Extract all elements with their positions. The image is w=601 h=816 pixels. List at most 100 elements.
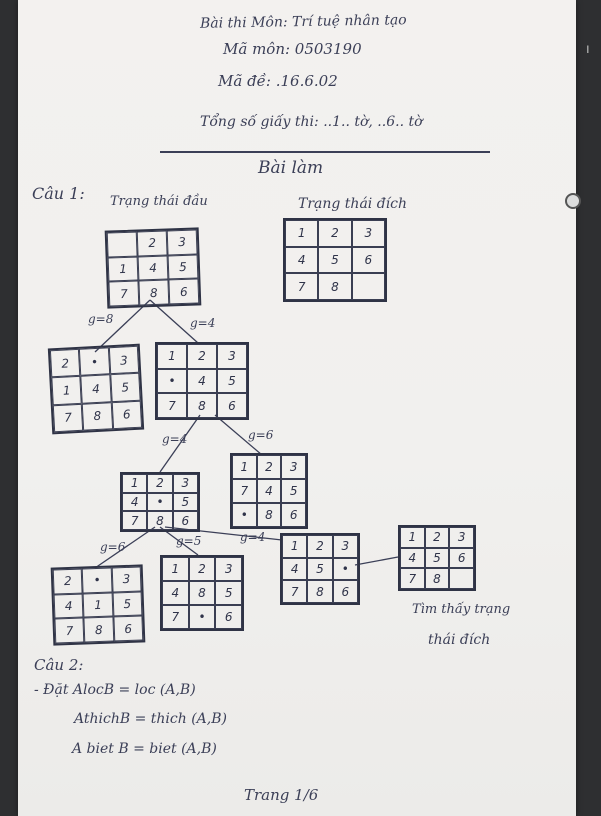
- puzzle-cell: 1: [107, 256, 139, 282]
- puzzle-cell: [449, 568, 474, 589]
- puzzle-cell: 7: [108, 280, 140, 307]
- puzzle-cell: 2: [256, 455, 282, 479]
- found-goal-line-1: Tìm thấy trạng: [412, 602, 511, 617]
- edge-label-l3-c: g=4: [240, 530, 266, 544]
- puzzle-cell: 2: [49, 348, 81, 378]
- edge-mark: ı: [586, 42, 590, 57]
- puzzle-cell: 4: [162, 581, 189, 605]
- edge-label-g4: g=4: [190, 316, 216, 330]
- puzzle-cell: 3: [172, 474, 198, 493]
- puzzle-cell: 1: [157, 344, 187, 369]
- puzzle-cell: 8: [424, 568, 450, 589]
- puzzle-cell: 4: [187, 368, 217, 394]
- puzzle-cell: •: [332, 557, 358, 581]
- start-state-label: Trạng thái đầu: [110, 194, 208, 209]
- puzzle-cell: 7: [54, 617, 85, 644]
- puzzle-cell: 4: [80, 374, 112, 404]
- puzzle-cell: •: [82, 567, 113, 594]
- exam-sheet: [18, 0, 576, 816]
- puzzle-cell: 5: [109, 373, 141, 402]
- puzzle-cell: [351, 273, 385, 300]
- puzzle-cell: 4: [400, 547, 425, 569]
- puzzle-cell: 6: [215, 605, 242, 629]
- puzzle-cell: 3: [166, 229, 198, 256]
- puzzle-cell: 6: [172, 511, 198, 530]
- q2-line-3: A biet B = biet (A,B): [72, 741, 217, 757]
- puzzle-cell: 4: [256, 479, 282, 503]
- puzzle-cell: 8: [256, 503, 282, 527]
- goal-state-label: Trạng thái đích: [298, 196, 408, 212]
- puzzle-cell: 7: [232, 479, 257, 503]
- puzzle-cell: 8: [82, 401, 113, 431]
- puzzle-cell: •: [157, 368, 187, 394]
- puzzle-cell: 3: [217, 344, 247, 369]
- puzzle-cell: 4: [122, 492, 148, 512]
- puzzle-cell: 2: [188, 557, 216, 581]
- puzzle-cell: 3: [281, 455, 306, 479]
- puzzle-cell: 1: [232, 455, 257, 479]
- puzzle-cell: 3: [449, 527, 474, 548]
- puzzle-cell: •: [232, 503, 257, 527]
- puzzle-cell: 6: [351, 246, 385, 274]
- puzzle-cell: 6: [168, 278, 200, 305]
- puzzle-cell: 4: [53, 593, 84, 619]
- puzzle-cell: 5: [307, 557, 333, 581]
- puzzle-cell: 7: [157, 393, 187, 418]
- puzzle-cell: 5: [281, 479, 306, 503]
- puzzle-cell: 2: [307, 535, 333, 558]
- found-goal-line-2: thái đích: [428, 632, 491, 648]
- puzzle-cell: 3: [332, 535, 358, 558]
- puzzle-cell: [106, 231, 138, 258]
- page-footer: Trang 1/6: [244, 786, 319, 804]
- puzzle-cell: 2: [147, 474, 173, 493]
- puzzle-cell: 7: [122, 511, 148, 530]
- puzzle-cell: 6: [332, 580, 358, 603]
- puzzle-cell: 1: [162, 557, 189, 581]
- edge-label-l2-right: g=6: [248, 428, 274, 442]
- puzzle-cell: 6: [281, 503, 306, 527]
- puzzle-cell: 1: [285, 220, 319, 247]
- puzzle-cell: 8: [147, 511, 173, 530]
- puzzle-cell: 5: [318, 246, 352, 274]
- puzzle-cell: 7: [400, 568, 425, 589]
- puzzle-cell: 2: [136, 230, 168, 257]
- puzzle-cell: 5: [215, 581, 242, 605]
- puzzle-cell: 5: [167, 254, 199, 280]
- q2-line-2: AthichB = thich (A,B): [74, 711, 227, 727]
- puzzle-cell: 3: [351, 220, 385, 247]
- puzzle-cell: 5: [424, 547, 450, 569]
- q2-label: Câu 2:: [34, 656, 84, 674]
- puzzle-cell: 8: [318, 273, 352, 300]
- puzzle-cell: 3: [215, 557, 242, 581]
- puzzle-cell: •: [147, 492, 173, 512]
- puzzle-cell: 5: [112, 591, 143, 617]
- puzzle-cell: 4: [285, 246, 319, 274]
- puzzle-cell: •: [188, 605, 216, 629]
- q1-label: Câu 1:: [32, 184, 85, 203]
- header-divider: [160, 151, 490, 153]
- puzzle-cell: 1: [282, 535, 308, 558]
- puzzle-cell: 2: [424, 527, 450, 548]
- puzzle-cell: 1: [51, 376, 83, 405]
- puzzle-cell: 5: [217, 368, 247, 394]
- puzzle-cell: 7: [285, 273, 319, 300]
- puzzle-cell: 8: [83, 616, 114, 643]
- paper-clip-hole-icon: [565, 193, 581, 209]
- section-title: Bài làm: [258, 158, 324, 178]
- edge-label-l2-left: g=4: [162, 432, 188, 446]
- puzzle-cell: 4: [282, 557, 308, 581]
- header-line-4: Tổng số giấy thi: ..1.. tờ, ..6.. tờ: [200, 114, 423, 130]
- puzzle-cell: 2: [52, 568, 83, 595]
- edge-label-l3-b: g=5: [176, 534, 202, 548]
- edge-label-g8: g=8: [88, 312, 114, 326]
